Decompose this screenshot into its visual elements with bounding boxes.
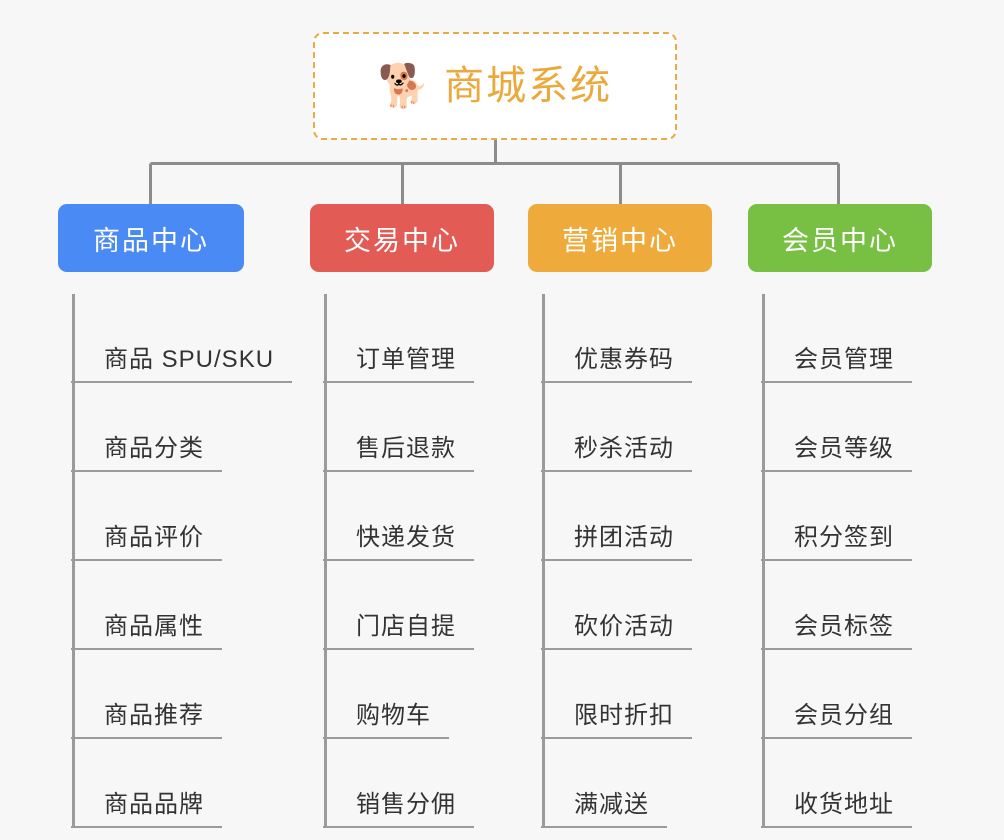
list-item[interactable]: 商品 SPU/SKU <box>71 294 293 383</box>
leaf-label: 商品 SPU/SKU <box>71 339 293 383</box>
branch-rail-3 <box>542 294 545 828</box>
leaf-label: 商品评价 <box>71 517 222 561</box>
list-item[interactable]: 门店自提 <box>323 561 494 650</box>
category-header-3[interactable]: 营销中心 <box>528 204 712 272</box>
list-item[interactable]: 商品分类 <box>71 383 244 472</box>
leaf-label: 商品推荐 <box>71 695 222 739</box>
list-item[interactable]: 售后退款 <box>323 383 494 472</box>
leaf-list-3: 优惠券码 秒杀活动 拼团活动 砍价活动 限时折扣 满减送 <box>528 294 712 828</box>
category-header-1-label: 商品中心 <box>93 225 209 256</box>
list-item[interactable]: 快递发货 <box>323 472 494 561</box>
shiba-inu-dog-face-icon: 🐕 <box>377 62 431 109</box>
list-item[interactable]: 商品评价 <box>71 472 244 561</box>
root-node[interactable]: 🐕 商城系统 <box>313 32 677 140</box>
leaf-label: 收货地址 <box>761 784 912 828</box>
leaf-label: 售后退款 <box>323 428 474 472</box>
list-item[interactable]: 商品品牌 <box>71 739 244 828</box>
leaf-label: 购物车 <box>323 695 449 739</box>
branch-column-4: 会员中心 会员管理 会员等级 积分签到 会员标签 会员分组 收货地址 <box>748 204 932 828</box>
branch-rail-2 <box>324 294 327 828</box>
leaf-label: 会员管理 <box>761 339 912 383</box>
branch-rail-1 <box>72 294 75 828</box>
list-item[interactable]: 限时折扣 <box>541 650 712 739</box>
category-header-3-label: 营销中心 <box>562 225 678 256</box>
leaf-label: 会员分组 <box>761 695 912 739</box>
list-item[interactable]: 收货地址 <box>761 739 932 828</box>
leaf-label: 限时折扣 <box>541 695 692 739</box>
leaf-label: 秒杀活动 <box>541 428 692 472</box>
list-item[interactable]: 砍价活动 <box>541 561 712 650</box>
leaf-label: 商品品牌 <box>71 784 222 828</box>
category-header-1[interactable]: 商品中心 <box>58 204 244 272</box>
leaf-list-4: 会员管理 会员等级 积分签到 会员标签 会员分组 收货地址 <box>748 294 932 828</box>
leaf-list-2: 订单管理 售后退款 快递发货 门店自提 购物车 销售分佣 <box>310 294 494 828</box>
list-item[interactable]: 商品属性 <box>71 561 244 650</box>
list-item[interactable]: 秒杀活动 <box>541 383 712 472</box>
list-item[interactable]: 销售分佣 <box>323 739 494 828</box>
leaf-label: 门店自提 <box>323 606 474 650</box>
leaf-list-1: 商品 SPU/SKU 商品分类 商品评价 商品属性 商品推荐 商品品牌 <box>58 294 293 828</box>
category-header-2[interactable]: 交易中心 <box>310 204 494 272</box>
leaf-label: 快递发货 <box>323 517 474 561</box>
leaf-label: 销售分佣 <box>323 784 474 828</box>
list-item[interactable]: 会员管理 <box>761 294 932 383</box>
leaf-label: 会员标签 <box>761 606 912 650</box>
leaf-label: 砍价活动 <box>541 606 692 650</box>
list-item[interactable]: 会员等级 <box>761 383 932 472</box>
leaf-label: 商品属性 <box>71 606 222 650</box>
leaf-label: 拼团活动 <box>541 517 692 561</box>
branch-column-2: 交易中心 订单管理 售后退款 快递发货 门店自提 购物车 销售分佣 <box>310 204 494 828</box>
list-item[interactable]: 积分签到 <box>761 472 932 561</box>
category-header-4-label: 会员中心 <box>782 225 898 256</box>
list-item[interactable]: 优惠券码 <box>541 294 712 383</box>
branch-rail-4 <box>762 294 765 828</box>
leaf-label: 订单管理 <box>323 339 474 383</box>
list-item[interactable]: 商品推荐 <box>71 650 244 739</box>
branch-column-3: 营销中心 优惠券码 秒杀活动 拼团活动 砍价活动 限时折扣 满减送 <box>528 204 712 828</box>
leaf-label: 会员等级 <box>761 428 912 472</box>
list-item[interactable]: 购物车 <box>323 650 494 739</box>
leaf-label: 积分签到 <box>761 517 912 561</box>
list-item[interactable]: 满减送 <box>541 739 712 828</box>
list-item[interactable]: 拼团活动 <box>541 472 712 561</box>
root-title: 商城系统 <box>444 64 613 108</box>
list-item[interactable]: 会员分组 <box>761 650 932 739</box>
list-item[interactable]: 订单管理 <box>323 294 494 383</box>
category-header-4[interactable]: 会员中心 <box>748 204 932 272</box>
leaf-label: 商品分类 <box>71 428 222 472</box>
leaf-label: 满减送 <box>541 784 667 828</box>
leaf-label: 优惠券码 <box>541 339 692 383</box>
category-header-2-label: 交易中心 <box>344 225 460 256</box>
branch-column-1: 商品中心 商品 SPU/SKU 商品分类 商品评价 商品属性 商品推荐 商品品牌 <box>58 204 293 828</box>
list-item[interactable]: 会员标签 <box>761 561 932 650</box>
